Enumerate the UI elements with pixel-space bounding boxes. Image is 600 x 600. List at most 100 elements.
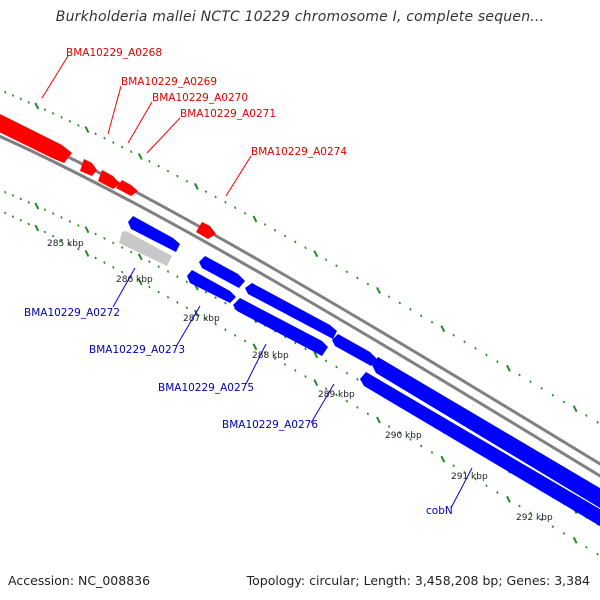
backbone-inner — [0, 134, 600, 478]
tick-dot — [529, 380, 532, 384]
gene-label-a0270[interactable]: BMA10229_A0270 — [152, 92, 248, 104]
tick-dot — [283, 363, 287, 366]
tick-label: 288 kbp — [252, 351, 289, 361]
tick-dot — [204, 190, 208, 193]
feature-grey-gene[interactable] — [119, 231, 172, 266]
tick-dot — [120, 145, 124, 149]
tick-dot — [335, 264, 338, 268]
tick-dot — [273, 357, 277, 360]
tick-dot — [585, 414, 588, 417]
tick-dot — [185, 280, 189, 284]
tick-dot — [356, 406, 359, 409]
gene-label-a0268[interactable]: BMA10229_A0268 — [66, 47, 162, 59]
tick-dot — [77, 124, 80, 127]
tick-dot — [103, 237, 106, 240]
tick-dot — [263, 351, 267, 354]
tick-dot — [474, 477, 477, 481]
tick-dot — [540, 518, 543, 522]
tick-dot — [19, 97, 23, 101]
tick-mark — [34, 102, 40, 110]
topology-stats-text: Topology: circular; Length: 3,458,208 bp… — [246, 573, 590, 588]
tick-mark — [252, 343, 258, 351]
tick-dot — [224, 328, 227, 332]
gene-label-a0274[interactable]: BMA10229_A0274 — [251, 146, 347, 158]
leader-line-a0276 — [310, 383, 335, 424]
feature-bma10229-a0274[interactable] — [196, 222, 216, 239]
feature-bma10229-a0272[interactable] — [128, 216, 180, 252]
reverse-gene-labels: BMA10229_A0272 BMA10229_A0273 BMA10229_A… — [24, 307, 453, 517]
tick-mark — [376, 286, 381, 294]
forward-features — [0, 112, 216, 239]
tick-dot — [3, 90, 7, 94]
tick-dot — [387, 425, 391, 428]
tick-mark — [193, 309, 199, 317]
feature-reverse-c[interactable] — [233, 298, 328, 356]
tick-dot — [157, 164, 160, 168]
tick-dot — [562, 532, 566, 535]
tick-label: 291 kbp — [451, 472, 488, 482]
tick-mark — [440, 455, 446, 463]
tick-dot — [263, 223, 267, 226]
tick-dot — [94, 256, 97, 260]
forward-leader-lines — [41, 55, 252, 197]
gene-label-cobn[interactable]: cobN — [426, 505, 453, 517]
tick-dot — [103, 136, 106, 140]
feature-bma10229-a0276[interactable] — [332, 334, 377, 366]
tick-dot — [294, 341, 297, 345]
tick-dot — [474, 347, 477, 350]
tick-dot — [43, 230, 47, 234]
tick-dot — [103, 261, 106, 264]
tick-labels: 285 kbp 286 kbp 287 kbp 288 kbp 289 kbp … — [47, 239, 553, 523]
feature-bma10229-a0268[interactable] — [0, 112, 72, 163]
tick-dot — [77, 247, 80, 251]
tick-dot — [19, 197, 23, 201]
tick-dot — [112, 141, 115, 144]
tick-dot — [148, 285, 151, 289]
feature-bma10229-a0273[interactable] — [199, 256, 245, 288]
reverse-leader-lines — [112, 267, 473, 509]
feature-bma10229-a0271[interactable] — [116, 180, 138, 196]
reverse-features — [128, 216, 600, 532]
gene-label-a0273[interactable]: BMA10229_A0273 — [89, 344, 185, 356]
gene-label-a0275[interactable]: BMA10229_A0275 — [158, 382, 254, 394]
feature-reverse-b[interactable] — [187, 270, 236, 303]
feature-bma10229-a0269[interactable] — [80, 159, 97, 176]
tick-dot — [496, 491, 499, 494]
tick-dot — [304, 347, 307, 351]
tick-dot — [60, 216, 63, 219]
tick-dot — [551, 525, 555, 528]
tick-label: 287 kbp — [183, 314, 220, 324]
feature-reverse-long-upper[interactable] — [372, 357, 600, 514]
tick-dot — [356, 377, 359, 381]
tick-dot — [529, 511, 532, 515]
leader-line-a0268 — [41, 55, 69, 99]
feature-cobn[interactable] — [360, 372, 600, 532]
tick-dot — [551, 393, 555, 397]
feature-bma10229-a0270[interactable] — [98, 170, 120, 189]
gene-label-a0271[interactable]: BMA10229_A0271 — [180, 108, 276, 120]
gene-label-a0272[interactable]: BMA10229_A0272 — [24, 307, 120, 319]
tick-mark — [313, 379, 319, 387]
tick-dot — [398, 301, 401, 305]
tick-dot — [27, 222, 30, 226]
leader-line-a0271 — [146, 117, 181, 154]
tick-dot — [60, 115, 63, 119]
tick-dot — [496, 360, 499, 363]
tick-dot — [3, 190, 7, 194]
gene-label-a0276[interactable]: BMA10229_A0276 — [222, 419, 318, 431]
tick-dot — [463, 340, 466, 344]
tick-dot — [345, 371, 349, 375]
tick-label: 292 kbp — [516, 513, 553, 523]
tick-dot — [283, 335, 287, 339]
tick-dot — [335, 365, 338, 369]
tick-dot — [596, 420, 599, 424]
tick-mark — [252, 215, 258, 223]
tick-dot — [27, 101, 30, 104]
tick-dot — [68, 220, 72, 223]
feature-bma10229-a0275[interactable] — [245, 283, 337, 339]
tick-dot — [409, 438, 412, 441]
tick-mark — [193, 182, 199, 190]
tick-dot — [185, 179, 189, 183]
gene-label-a0269[interactable]: BMA10229_A0269 — [121, 76, 217, 88]
